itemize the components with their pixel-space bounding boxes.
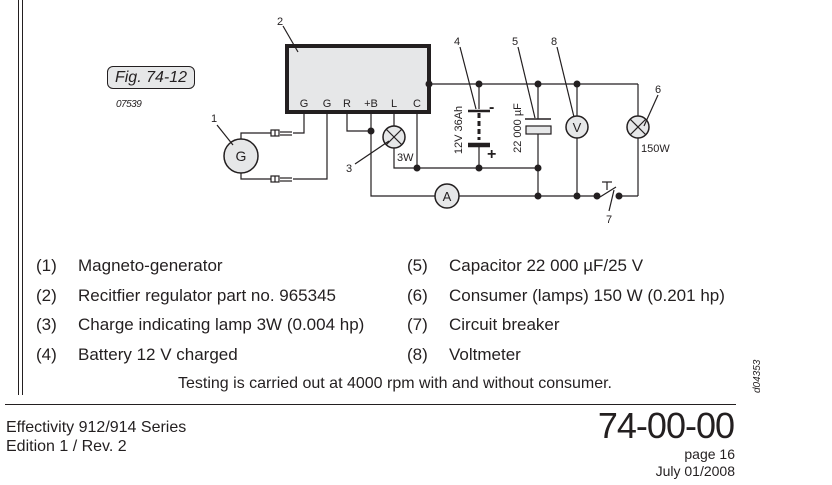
testing-note: Testing is carried out at 4000 rpm with … <box>178 375 612 392</box>
footer-rule <box>5 404 736 405</box>
pin-b-plus: +B <box>364 98 378 110</box>
battery-minus: - <box>489 99 494 116</box>
revision-date: July 01/2008 <box>655 463 735 479</box>
rectifier-regulator <box>285 44 431 114</box>
legend-number: (8) <box>407 345 428 364</box>
callout-4: 4 <box>454 36 460 48</box>
legend-number: (1) <box>36 256 57 275</box>
lamp3-rating: 3W <box>397 152 414 164</box>
pin-r: R <box>343 98 351 110</box>
margin-rule-left <box>18 0 19 395</box>
generator-symbol: G <box>236 148 247 164</box>
battery-plus: + <box>487 146 496 163</box>
lamp6-rating: 150W <box>641 143 670 155</box>
legend-number: (5) <box>407 256 428 275</box>
figure-label: Fig. 74-12 <box>107 66 195 89</box>
callout-6: 6 <box>655 84 661 96</box>
legend-number: (7) <box>407 315 428 334</box>
callout-leader-1 <box>216 124 234 146</box>
pin-g1: G <box>300 98 309 110</box>
callout-3: 3 <box>346 163 352 175</box>
connector-top <box>270 129 292 137</box>
callout-leader-8 <box>556 46 575 118</box>
callout-7: 7 <box>606 214 612 226</box>
legend-number: (4) <box>36 345 57 364</box>
legend-text: Capacitor 22 000 µF/25 V <box>449 256 644 275</box>
ammeter <box>434 183 460 209</box>
voltmeter <box>565 115 589 139</box>
wire-gen-bottom <box>240 173 271 180</box>
wire-b-plus <box>370 112 435 197</box>
side-code: d04353 <box>752 359 763 393</box>
junction-dots <box>367 80 623 200</box>
footer-right: page 16 July 01/2008 <box>656 446 735 480</box>
legend-number: (2) <box>36 286 57 305</box>
capacitor-label: 22 000 µF <box>512 103 524 153</box>
legend-text: Consumer (lamps) 150 W (0.201 hp) <box>449 286 725 305</box>
callout-leader-6 <box>643 94 659 127</box>
legend-text: Magneto-generator <box>78 256 223 275</box>
callout-leader-5 <box>517 46 536 119</box>
callout-leader-2 <box>282 25 299 53</box>
legend-text: Voltmeter <box>449 345 521 364</box>
capacitor <box>525 125 552 135</box>
legend-number: (3) <box>36 315 57 334</box>
margin-rule-right <box>22 0 23 395</box>
voltmeter-symbol: V <box>573 120 582 135</box>
callout-1: 1 <box>211 113 217 125</box>
callout-2: 2 <box>277 16 283 28</box>
pin-g2: G <box>323 98 332 110</box>
pin-l: L <box>391 98 397 110</box>
callout-leader-7 <box>608 189 615 212</box>
ammeter-symbol: A <box>443 189 452 204</box>
effectivity: Effectivity 912/914 Series <box>6 419 187 436</box>
callout-5: 5 <box>512 36 518 48</box>
generator <box>223 138 259 174</box>
page-number: page 16 <box>684 446 735 462</box>
footer-left: Effectivity 912/914 Series Edition 1 / R… <box>6 418 186 456</box>
callout-leader-4 <box>459 46 477 110</box>
circuit-breaker <box>599 181 617 198</box>
wire-g1 <box>293 112 305 134</box>
legend-number: (6) <box>407 286 428 305</box>
chapter-number: 74-00-00 <box>597 405 735 446</box>
callout-8: 8 <box>551 36 557 48</box>
connector-bottom <box>270 175 292 183</box>
wire-r <box>346 112 371 132</box>
battery-label: 12V 36Ah <box>453 106 465 154</box>
callout-leader-3 <box>354 140 390 165</box>
wire-gen-top <box>240 132 271 139</box>
figure-code: 07539 <box>116 99 142 110</box>
circuit-diagram: 2 1 3 4 5 8 6 7 G G R +B L C G A V 3W 15… <box>211 16 670 226</box>
edition: Edition 1 / Rev. 2 <box>6 438 127 455</box>
pin-c: C <box>413 98 421 110</box>
wire-g2 <box>293 112 328 180</box>
legend-text: Charge indicating lamp 3W (0.004 hp) <box>78 315 365 334</box>
legend-text: Circuit breaker <box>449 315 560 334</box>
legend-text: Recitfier regulator part no. 965345 <box>78 286 336 305</box>
legend-text: Battery 12 V charged <box>78 345 238 364</box>
wire-l-bottom <box>393 148 479 169</box>
